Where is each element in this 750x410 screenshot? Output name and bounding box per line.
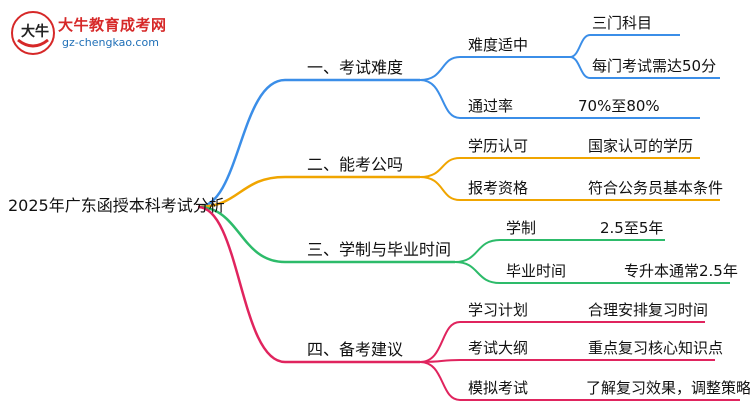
branch-3-label: 三、学制与毕业时间 [307, 240, 452, 259]
b3-sub2-label: 毕业时间 [506, 262, 567, 280]
b4-sub2-label: 考试大纲 [468, 339, 529, 357]
b3-sub1-leaf1: 2.5至5年 [600, 219, 664, 237]
connector-b2-sub1 [419, 157, 700, 178]
b1-sub1-leaf1: 三门科目 [592, 14, 653, 32]
connector-b1-sub1-leaf1 [569, 34, 680, 58]
b3-sub1-label: 学制 [506, 219, 537, 237]
connector-root-to-branch-4 [197, 205, 420, 364]
connector-b3-sub1 [454, 239, 665, 263]
root-node: 2025年广东函授本科考试分析 [8, 196, 225, 215]
b4-sub2-leaf1: 重点复习核心知识点 [588, 339, 724, 357]
logo-badge-text: 大牛 [21, 23, 49, 40]
brand-title: 大牛教育成考网 [58, 16, 167, 34]
connector-b1-sub1 [419, 56, 570, 81]
b1-sub1-label: 难度适中 [468, 36, 529, 54]
b4-sub1-leaf1: 合理安排复习时间 [588, 301, 709, 319]
b2-sub2-leaf1: 符合公务员基本条件 [588, 179, 724, 197]
b2-sub2-label: 报考资格 [468, 179, 529, 197]
branch-1-label: 一、考试难度 [307, 58, 404, 77]
b1-sub2-leaf1: 70%至80% [578, 97, 660, 115]
connector-root-to-branch-1 [197, 78, 420, 209]
b4-sub1-label: 学习计划 [468, 301, 529, 319]
b1-sub2-label: 通过率 [468, 97, 514, 115]
brand-logo: 大牛 大牛教育成考网 gz-chengkao.com [10, 10, 190, 58]
b4-sub3-label: 模拟考试 [468, 379, 529, 397]
b2-sub1-label: 学历认可 [468, 137, 529, 155]
logo-badge-icon: 大牛 [11, 11, 55, 55]
b2-sub1-leaf1: 国家认可的学历 [588, 137, 694, 155]
brand-url: gz-chengkao.com [62, 36, 159, 49]
connector-b4-sub2 [419, 359, 715, 363]
b4-sub3-leaf1: 了解复习效果，调整策略 [586, 379, 750, 397]
branch-2-label: 二、能考公吗 [307, 155, 404, 174]
b3-sub2-leaf1: 专升本通常2.5年 [624, 262, 738, 280]
branch-4-label: 四、备考建议 [307, 340, 404, 359]
connector-root-to-branch-2 [197, 175, 420, 209]
b1-sub1-leaf2: 每门考试需达50分 [592, 57, 717, 75]
